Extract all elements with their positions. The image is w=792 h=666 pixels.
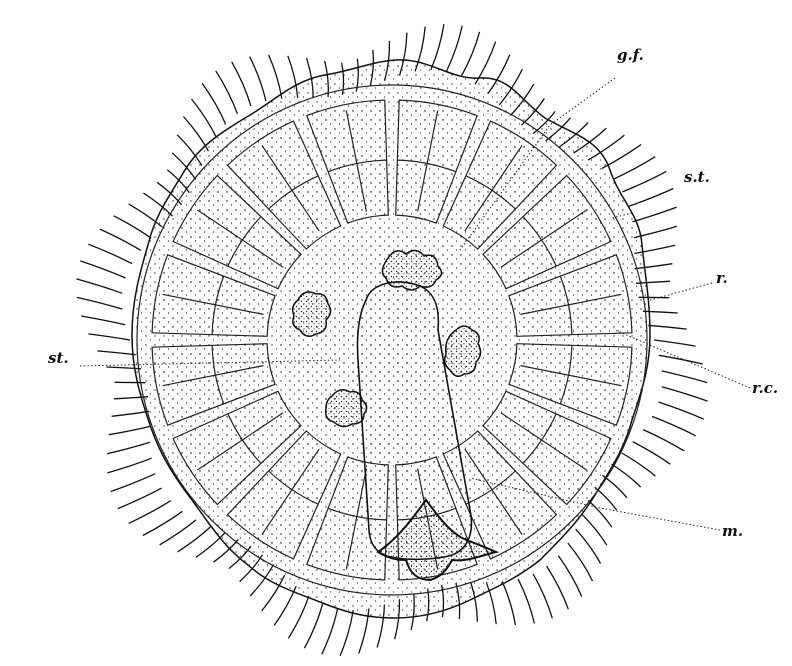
tentacle	[129, 501, 171, 524]
tentacle	[114, 216, 152, 239]
tentacle	[662, 371, 707, 383]
tentacle	[518, 579, 534, 624]
tentacle	[659, 402, 704, 419]
tentacle	[461, 32, 479, 77]
label-st-left: st.	[48, 349, 69, 367]
tentacle	[107, 458, 151, 473]
tentacle	[88, 244, 132, 263]
tentacle	[632, 207, 676, 222]
tentacle	[662, 387, 708, 401]
tentacle	[613, 157, 655, 180]
tentacle	[112, 411, 150, 416]
tentacle	[81, 316, 125, 325]
tentacle	[288, 596, 309, 638]
label-rc: r.c.	[752, 379, 778, 397]
tentacle	[304, 604, 322, 649]
tentacle	[652, 416, 696, 435]
tentacle	[77, 297, 122, 309]
tentacle	[622, 171, 666, 192]
tentacle	[340, 610, 353, 656]
tentacle	[612, 464, 641, 487]
tentacle	[446, 26, 462, 72]
tentacle	[659, 355, 703, 364]
tentacle	[89, 334, 131, 340]
label-st-right: s.t.	[684, 168, 710, 186]
tentacle	[100, 229, 141, 250]
tentacle	[160, 520, 196, 545]
tentacle	[633, 442, 671, 465]
tentacle	[533, 574, 552, 618]
tentacle	[97, 351, 135, 355]
tentacle	[643, 430, 684, 451]
tentacle	[648, 325, 686, 329]
tentacle	[109, 427, 150, 435]
tentacle	[250, 57, 266, 102]
tentacle	[76, 279, 122, 293]
tentacle	[232, 62, 251, 106]
label-gf: g.f.	[617, 46, 644, 64]
tentacle	[431, 24, 444, 70]
tentacle	[269, 55, 282, 99]
tentacle	[502, 581, 515, 625]
tentacle	[547, 566, 569, 609]
tentacle	[588, 500, 612, 527]
label-r: r.	[716, 269, 728, 287]
tentacle	[80, 261, 125, 278]
tentacle	[216, 71, 238, 114]
tentacle	[629, 189, 674, 207]
label-m: m.	[722, 522, 743, 540]
tentacle	[118, 488, 162, 509]
tentacle	[622, 453, 656, 476]
tentacle	[558, 556, 582, 597]
tentacle	[322, 609, 338, 655]
tentacle	[111, 474, 156, 492]
tentacle	[143, 511, 183, 535]
gonad-left	[293, 292, 331, 336]
tentacle	[107, 442, 150, 453]
tentacle	[654, 340, 696, 346]
